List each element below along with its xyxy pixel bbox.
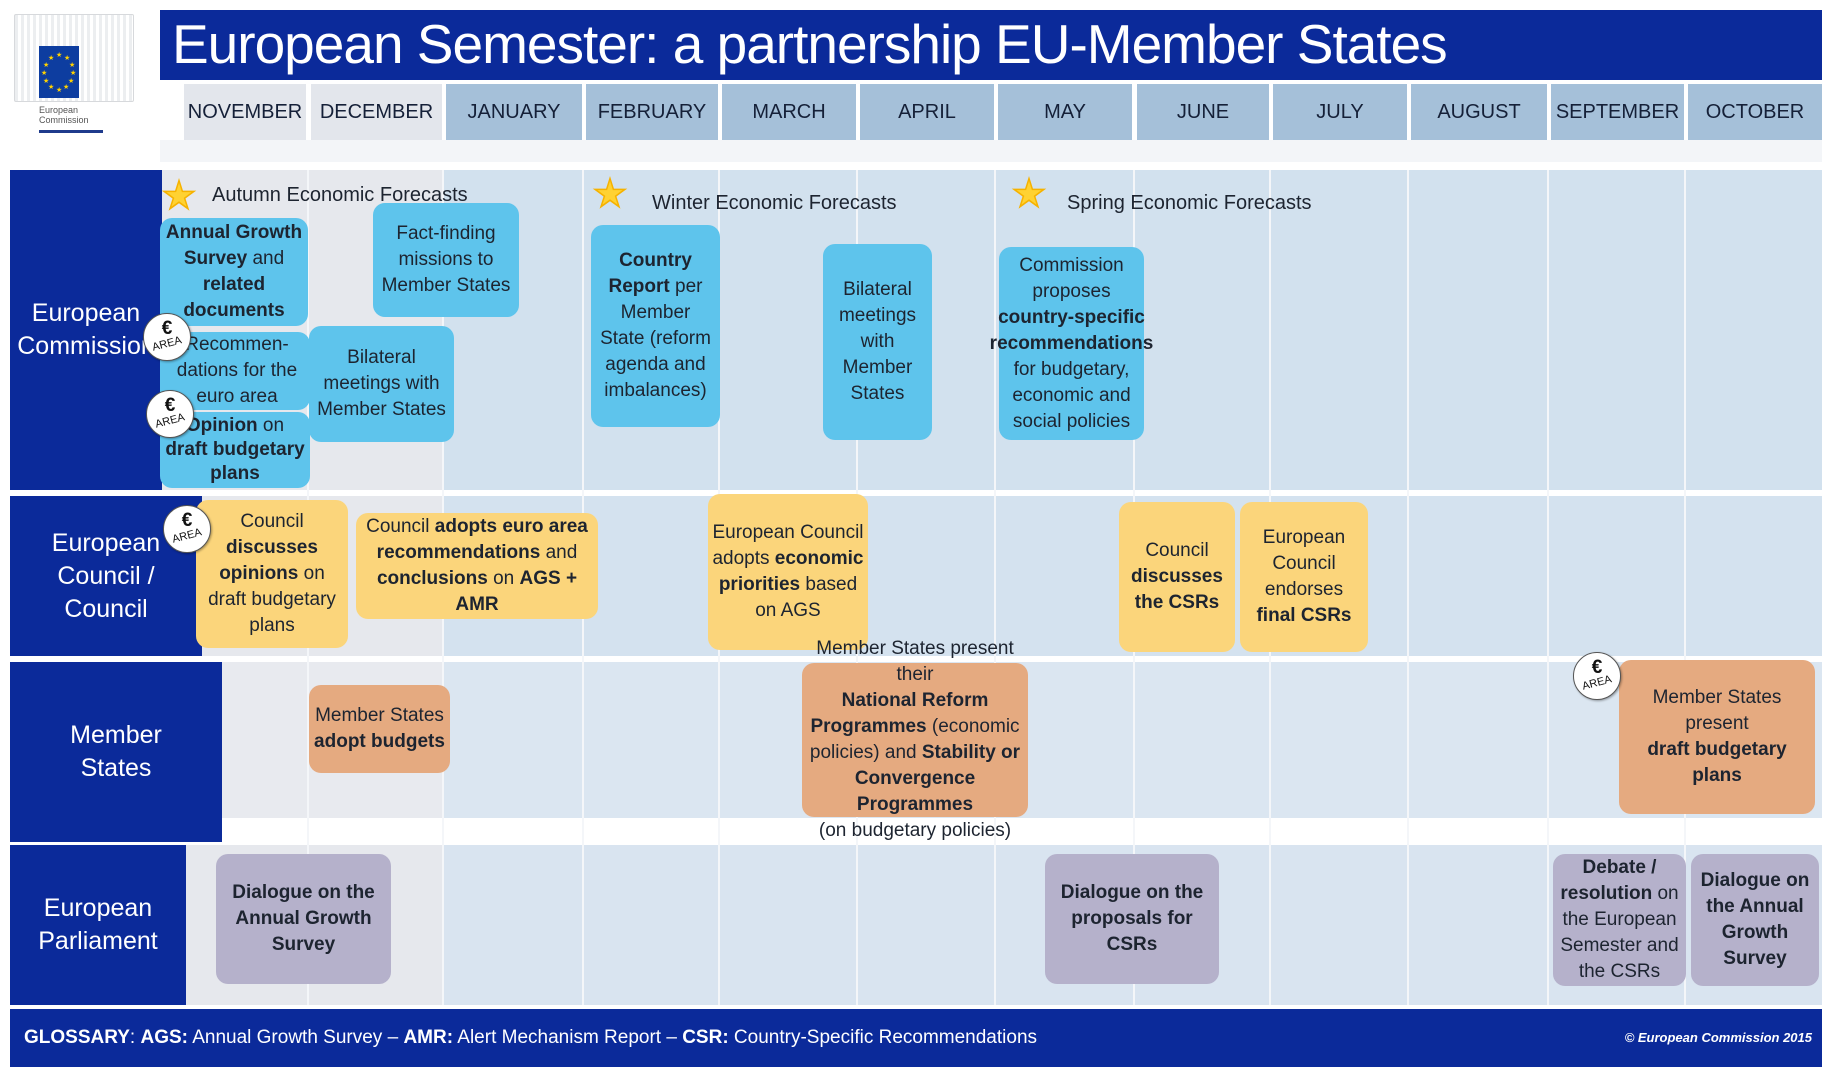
box-annual-growth-survey: Annual Growth Survey and related documen… — [160, 218, 308, 326]
box-draft-plans-text: Member States present draft budgetary pl… — [1647, 687, 1787, 786]
month-divider — [994, 170, 996, 1005]
box-endorses-text: European Council endorses final CSRs — [1256, 527, 1352, 626]
box-dialogue-ags-oct-text: Dialogue on the Annual Growth Survey — [1700, 870, 1810, 969]
timeline-arrow — [160, 84, 184, 140]
spring-forecast-label: Spring Economic Forecasts — [1067, 192, 1312, 214]
box-adopt-budgets-text: Member States adopt budgets — [314, 705, 445, 752]
month-header-june: JUNE — [1137, 84, 1269, 140]
eu-flag-icon: ★ ★ ★ ★ ★ ★ ★ ★ ★ ★ ★ ★ — [39, 46, 79, 98]
euro-area-icon-symbol: € — [164, 395, 176, 416]
box-csr-proposal-text: Commission proposes country-specific rec… — [989, 254, 1154, 432]
month-strip — [160, 140, 1822, 162]
box-dialogue-proposals-csrs: Dialogue on the proposals for CSRs — [1045, 854, 1219, 984]
box-draft-budgetary-plans: Member States present draft budgetary pl… — [1619, 660, 1815, 814]
box-dialogue-annual-growth-survey-october: Dialogue on the Annual Growth Survey — [1691, 854, 1819, 986]
title-bar — [160, 10, 1822, 80]
box-council-discusses-opinions-text: Council discusses opinions on draft budg… — [208, 511, 336, 636]
box-european-council-endorses: European Council endorses final CSRs — [1240, 502, 1368, 652]
box-european-council-priorities: European Council adopts economic priorit… — [708, 494, 868, 650]
box-fact-finding-text: Fact-finding missions to Member States — [381, 223, 511, 296]
month-header-july: JULY — [1273, 84, 1407, 140]
box-bilateral-meetings-april: Bilateral meetings with Member States — [823, 244, 932, 440]
month-header-november: NOVEMBER — [184, 84, 306, 140]
logo-text-line2: Commission — [39, 115, 89, 125]
month-header-march: MARCH — [722, 84, 856, 140]
month-divider — [1407, 170, 1409, 1005]
month-header-december: DECEMBER — [311, 84, 442, 140]
euro-area-icon-symbol: € — [1591, 657, 1603, 678]
box-dialogue-annual-growth-survey: Dialogue on the Annual Growth Survey — [216, 854, 391, 984]
logo-text-line1: European — [39, 105, 79, 115]
month-header-august: AUGUST — [1411, 84, 1547, 140]
box-commission-proposes-csrs: Commission proposes country-specific rec… — [990, 247, 1153, 440]
glossary-footer: GLOSSARY: AGS: Annual Growth Survey – AM… — [10, 1009, 1822, 1067]
autumn-forecast-label: Autumn Economic Forecasts — [212, 184, 468, 206]
box-bilateral-december-text: Bilateral meetings with Member States — [317, 347, 446, 420]
euro-area-icon: €AREA — [1573, 652, 1621, 700]
euro-area-icon: €AREA — [163, 505, 211, 553]
page-title: European Semester: a partnership EU-Memb… — [172, 13, 1448, 75]
box-member-states-adopt-budgets: Member States adopt budgets — [309, 685, 450, 773]
european-commission-logo: ★ ★ ★ ★ ★ ★ ★ ★ ★ ★ ★ ★ European Commiss… — [6, 6, 156, 140]
box-national-reform-programmes: Member States present their National Ref… — [802, 638, 1028, 841]
winter-forecast-label: Winter Economic Forecasts — [652, 192, 897, 214]
euro-area-icon: €AREA — [143, 313, 191, 361]
month-header-may: MAY — [998, 84, 1132, 140]
box-debate-resolution: Debate / resolution on the European Seme… — [1553, 854, 1686, 986]
month-header-april: APRIL — [860, 84, 994, 140]
box-euro-area-recommendations-text: Recommen- dations for the euro area — [176, 334, 298, 407]
box-bilateral-april-text: Bilateral meetings with Member States — [838, 279, 917, 404]
box-council-discusses-opinions: Council discusses opinions on draft budg… — [196, 500, 348, 648]
glossary-text: GLOSSARY: AGS: Annual Growth Survey – AM… — [24, 1027, 1038, 1048]
box-bilateral-meetings-december: Bilateral meetings with Member States — [309, 326, 454, 442]
month-divider — [1547, 170, 1549, 1005]
box-opinion-text: Opinion on draft budgetary plans — [165, 415, 305, 484]
logo-underline — [39, 130, 103, 133]
box-annual-growth-survey-text: Annual Growth Survey and related documen… — [165, 222, 303, 321]
month-header-september: SEPTEMBER — [1551, 84, 1684, 140]
euro-area-icon-symbol: € — [161, 318, 173, 339]
euro-area-icon: €AREA — [146, 390, 194, 438]
box-debate-text: Debate / resolution on the European Seme… — [1560, 857, 1679, 982]
box-priorities-text: European Council adopts economic priorit… — [712, 522, 864, 621]
month-header-january: JANUARY — [446, 84, 582, 140]
euro-area-icon-symbol: € — [181, 510, 193, 531]
box-country-report-text: Country Report per Member State (reform … — [600, 250, 711, 401]
box-council-adopts-euro-area: Council adopts euro area recommendations… — [356, 513, 598, 619]
box-dialogue-ags-text: Dialogue on the Annual Growth Survey — [232, 882, 375, 955]
box-country-report: Country Report per Member State (reform … — [591, 225, 720, 427]
logo-text: European Commission — [39, 105, 89, 125]
box-dialogue-csrs-text: Dialogue on the proposals for CSRs — [1060, 882, 1204, 955]
row-label-european-parliament: European Parliament — [10, 845, 186, 1005]
box-council-csrs-text: Council discusses the CSRs — [1131, 540, 1223, 613]
month-header-october: OCTOBER — [1688, 84, 1822, 140]
copyright: © European Commission 2015 — [1624, 1030, 1812, 1045]
box-nrp-text: Member States present their National Ref… — [809, 638, 1021, 841]
month-header-february: FEBRUARY — [586, 84, 718, 140]
row-label-european-commission: European Commission — [10, 170, 162, 490]
box-council-adopts-text: Council adopts euro area recommendations… — [366, 516, 588, 615]
month-divider — [1684, 170, 1686, 1005]
box-fact-finding-missions: Fact-finding missions to Member States — [373, 203, 519, 317]
box-council-discusses-csrs: Council discusses the CSRs — [1119, 502, 1235, 652]
row-label-member-states: Member States — [10, 662, 222, 842]
